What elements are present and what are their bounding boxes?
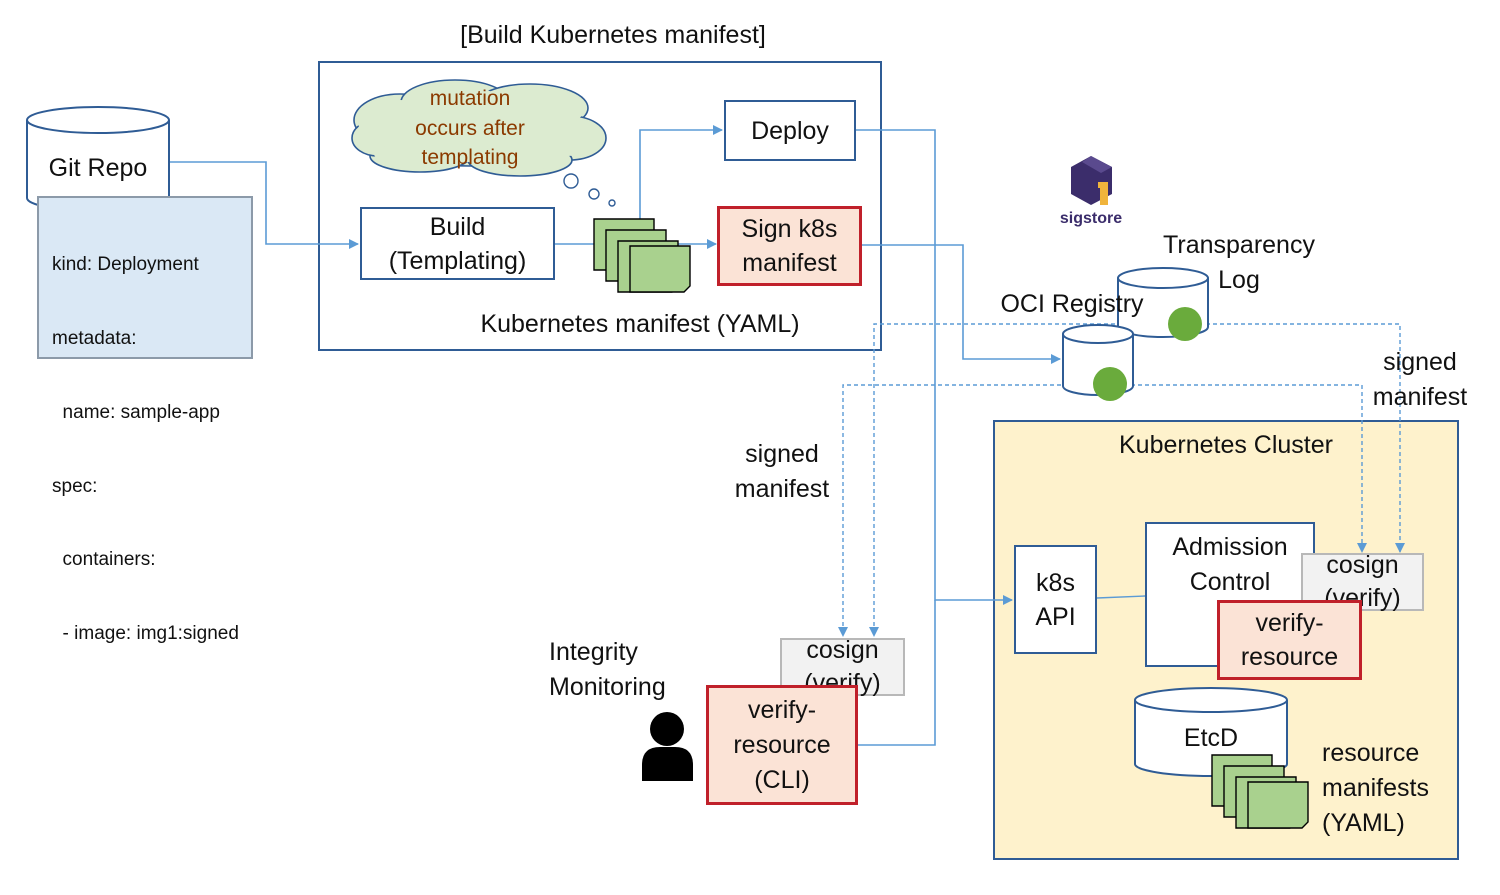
cloud-line: templating bbox=[421, 146, 519, 169]
transparency-log-label-line1: Transparency bbox=[1163, 231, 1315, 259]
connector-sign-to-oci bbox=[862, 244, 1061, 364]
git-repo-label: Git Repo bbox=[48, 154, 148, 182]
sigstore-logo bbox=[1071, 156, 1112, 205]
signed-right-line1: signed bbox=[1383, 348, 1457, 376]
dotted-tlog-to-cosign-cli-b bbox=[869, 323, 1185, 637]
tlog-entry-dot bbox=[1168, 307, 1202, 341]
thought-bubble-1 bbox=[563, 173, 579, 189]
deploy-label: Deploy bbox=[751, 116, 829, 145]
integrity-line1: Integrity bbox=[549, 638, 638, 666]
connector-cli-to-line bbox=[858, 600, 936, 746]
signed-left-line1: signed bbox=[745, 440, 819, 468]
thought-bubble-2 bbox=[588, 188, 600, 200]
connector-api-to-admission bbox=[1096, 595, 1146, 599]
yaml-line: spec: bbox=[52, 475, 98, 497]
verify-resource-cli-box: verify- resource (CLI) bbox=[706, 685, 858, 805]
build-section-title: [Build Kubernetes manifest] bbox=[460, 21, 766, 49]
cloud-line: occurs after bbox=[415, 116, 525, 140]
yaml-line: name: sample-app bbox=[52, 401, 220, 423]
cli-cosign-line1: cosign bbox=[806, 636, 879, 664]
build-templating-box: Build (Templating) bbox=[360, 207, 555, 280]
etcd-label: EtcD bbox=[1183, 724, 1239, 752]
thought-cloud-fill bbox=[358, 86, 600, 170]
cloud-text: mutation occurs after templating bbox=[380, 84, 560, 173]
build-label-line1: Build bbox=[429, 212, 486, 241]
sign-k8s-manifest-box: Sign k8s manifest bbox=[717, 206, 862, 286]
templated-docs-stack bbox=[593, 218, 691, 293]
etcd-cylinder bbox=[1134, 687, 1288, 777]
integrity-monitoring-label: Integrity Monitoring bbox=[549, 635, 699, 705]
resource-line3: (YAML) bbox=[1322, 809, 1405, 837]
sigstore-label: sigstore bbox=[1059, 210, 1123, 227]
cloud-line: mutation bbox=[429, 87, 511, 110]
dotted-oci-to-cosign-cli-a bbox=[838, 384, 1110, 637]
k8s-api-line2: API bbox=[1035, 602, 1076, 631]
sign-label-line1: Sign k8s bbox=[741, 215, 838, 243]
resource-line1: resource bbox=[1322, 739, 1420, 767]
resource-line2: manifests bbox=[1322, 774, 1429, 802]
cluster-verify-line1: verify- bbox=[1255, 609, 1324, 637]
connector-git-to-build bbox=[170, 161, 359, 249]
signed-manifest-left-label: signed manifest bbox=[722, 437, 842, 507]
connector-docs-to-deploy bbox=[639, 125, 723, 232]
dotted-tlog-to-cosign-cluster-b bbox=[1185, 323, 1405, 553]
oci-entry-dot bbox=[1093, 367, 1127, 401]
sign-label-line2: manifest bbox=[742, 249, 837, 277]
cli-verify-line1: verify- bbox=[747, 695, 817, 724]
oci-registry-label: OCI Registry bbox=[1000, 290, 1144, 318]
connector-deploy-to-k8s-api bbox=[856, 129, 1013, 605]
signed-right-line2: manifest bbox=[1372, 383, 1468, 411]
cluster-title: Kubernetes Cluster bbox=[1118, 431, 1333, 459]
deploy-box: Deploy bbox=[724, 100, 856, 161]
yaml-line: - image: img1:signed bbox=[52, 623, 239, 645]
cli-verify-line3: (CLI) bbox=[754, 765, 810, 794]
thought-bubble-3 bbox=[608, 199, 616, 207]
signed-manifest-right-label: signed manifest bbox=[1360, 345, 1480, 415]
admission-line2: Control bbox=[1189, 568, 1271, 596]
resource-docs-stack bbox=[1211, 754, 1309, 829]
build-section-subtitle: Kubernetes manifest (YAML) bbox=[480, 310, 800, 338]
transparency-log-label-line2: Log bbox=[1218, 266, 1260, 294]
admission-line1: Admission bbox=[1172, 533, 1288, 561]
dotted-oci-to-cosign-cluster-a bbox=[1110, 384, 1367, 553]
cluster-verify-line2: resource bbox=[1240, 643, 1339, 671]
resource-manifests-label: resource manifests (YAML) bbox=[1322, 736, 1452, 841]
signed-left-line2: manifest bbox=[734, 475, 830, 503]
yaml-line: kind: Deployment bbox=[52, 254, 199, 276]
cluster-verify-resource-box: verify- resource bbox=[1217, 600, 1362, 680]
k8s-api-box: k8s API bbox=[1014, 545, 1097, 654]
build-label-line2: (Templating) bbox=[388, 246, 527, 275]
k8s-api-line1: k8s bbox=[1036, 568, 1075, 597]
cluster-cosign-line1: cosign bbox=[1326, 551, 1399, 579]
git-repo-cylinder bbox=[26, 106, 170, 212]
yaml-snippet: kind: Deployment metadata: name: sample-… bbox=[37, 196, 253, 644]
yaml-line: containers: bbox=[52, 549, 156, 571]
yaml-line: metadata: bbox=[52, 327, 137, 349]
integrity-line2: Monitoring bbox=[549, 673, 666, 701]
cli-verify-line2: resource bbox=[733, 730, 831, 759]
person-icon bbox=[642, 712, 693, 781]
